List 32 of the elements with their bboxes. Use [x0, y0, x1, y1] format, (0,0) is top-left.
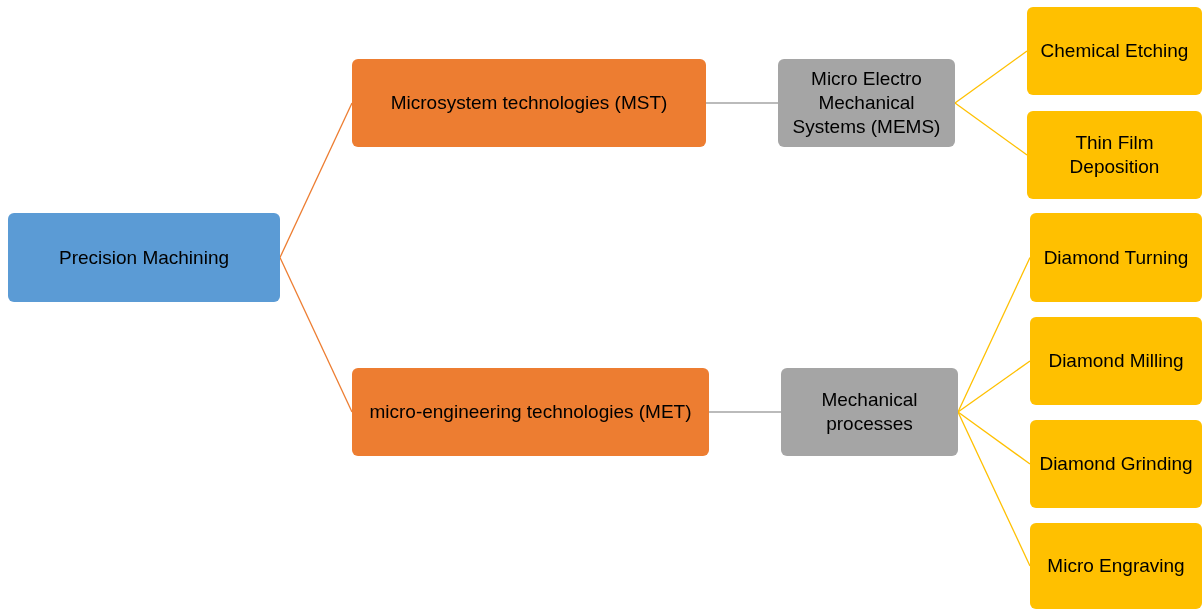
- connector-line: [279, 256, 353, 413]
- connector-line: [957, 256, 1031, 413]
- node-label: Micro Engraving: [1047, 554, 1185, 578]
- node-label: Mechanical processes: [820, 388, 919, 436]
- connector-line: [705, 102, 779, 104]
- node-label: Diamond Milling: [1048, 349, 1184, 373]
- node-label: Precision Machining: [59, 245, 229, 270]
- process-box: [1030, 420, 1202, 508]
- process-box: [1030, 213, 1202, 302]
- connector-line: [708, 411, 782, 413]
- category-box: [352, 59, 706, 147]
- process-box: [1027, 7, 1202, 95]
- root-box: [8, 213, 280, 302]
- subcategory-box: [781, 368, 958, 456]
- connector-line: [954, 50, 1028, 104]
- node-label: Micro Electro Mechanical Systems (MEMS): [791, 67, 942, 139]
- node-label: Chemical Etching: [1040, 39, 1189, 63]
- process-box: [1030, 523, 1202, 609]
- node-label: Diamond Turning: [1043, 245, 1189, 270]
- node-label: Thin Film Deposition: [1068, 131, 1161, 179]
- node-label: micro-engineering technologies (MET): [369, 400, 692, 424]
- subcategory-box: [778, 59, 955, 147]
- process-box: [1027, 111, 1202, 199]
- category-box: [352, 368, 709, 456]
- connector-line: [957, 411, 1031, 465]
- node-label: Diamond Grinding: [1039, 452, 1193, 476]
- node-label: Microsystem technologies (MST): [390, 91, 668, 115]
- process-box: [1030, 317, 1202, 405]
- connector-line: [279, 102, 353, 259]
- connector-line: [957, 411, 1031, 567]
- connector-line: [954, 102, 1028, 156]
- connector-line: [957, 360, 1031, 413]
